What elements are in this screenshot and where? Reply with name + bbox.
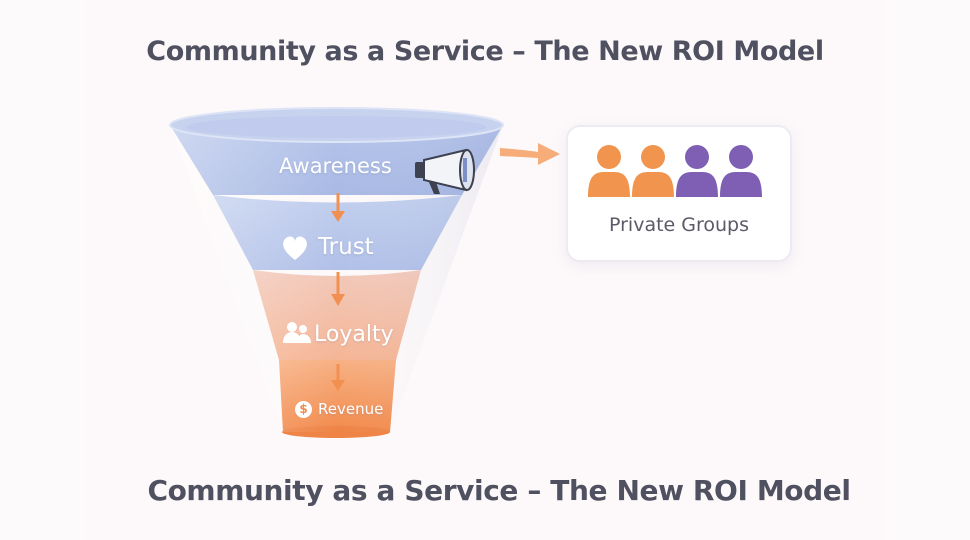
member-figure-icon <box>676 145 718 197</box>
dollar-icon: $ <box>295 401 312 418</box>
stage-label-awareness: Awareness <box>279 154 392 178</box>
footer-title: Community as a Service – The New ROI Mod… <box>147 474 851 507</box>
arrow-to-private-groups <box>500 143 560 165</box>
arrow-awareness-trust <box>331 193 345 222</box>
stage-label-trust: Trust <box>318 234 374 260</box>
page-title: Community as a Service – The New ROI Mod… <box>146 36 824 67</box>
member-figure-icon <box>588 145 630 197</box>
heart-icon <box>283 236 307 260</box>
stage-label-loyalty: Loyalty <box>314 322 394 347</box>
background-panel <box>85 0 885 540</box>
people-icon <box>283 322 311 343</box>
stage-label-revenue: Revenue <box>318 400 384 418</box>
member-figure-icon <box>720 145 762 197</box>
megaphone-icon <box>415 148 475 194</box>
arrow-loyalty-revenue <box>331 364 345 391</box>
member-figure-icon <box>632 145 674 197</box>
arrow-trust-loyalty <box>331 272 345 306</box>
private-groups-label: Private Groups <box>608 214 750 236</box>
private-groups-label-wrap: Private Groups <box>566 0 792 540</box>
